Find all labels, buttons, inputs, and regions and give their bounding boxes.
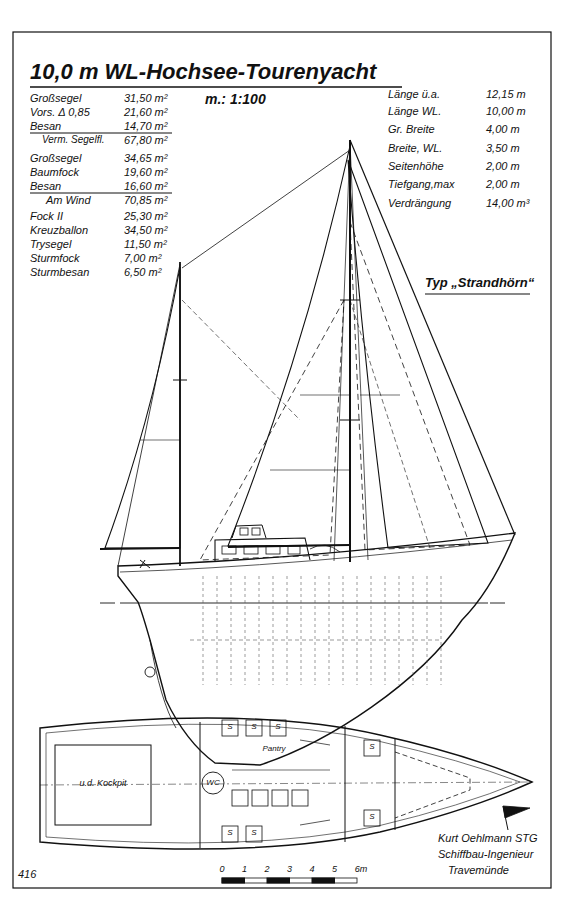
scale-number: 6m bbox=[355, 865, 368, 875]
type-name: Typ „Strandhörn“ bbox=[425, 276, 534, 290]
drawing-title: 10,0 m WL-Hochsee-Tourenyacht bbox=[30, 60, 376, 84]
dimension-value: 2,00 m bbox=[486, 178, 520, 190]
sail-area: 34,50 m² bbox=[124, 224, 167, 236]
sail-area: 31,50 m² bbox=[124, 92, 167, 104]
dimension-name: Seitenhöhe bbox=[388, 160, 444, 172]
berth-mark: S bbox=[227, 723, 232, 732]
dimension-name: Verdrängung bbox=[388, 197, 451, 209]
scale-number: 2 bbox=[264, 865, 269, 875]
designer-title: Schiffbau-Ingenieur bbox=[438, 848, 533, 860]
berth-mark: S bbox=[369, 813, 374, 822]
scale-note: m.: 1:100 bbox=[205, 92, 266, 107]
designer-place: Travemünde bbox=[448, 864, 509, 876]
dimension-value: 4,00 m bbox=[486, 123, 520, 135]
sail-name: Großsegel bbox=[30, 152, 81, 164]
dimension-value: 14,00 m³ bbox=[486, 197, 529, 209]
sail-name: Verm. Segelfl. bbox=[42, 134, 104, 145]
scale-number: 1 bbox=[242, 865, 247, 875]
sail-name: Am Wind bbox=[46, 194, 91, 206]
dimension-name: Tiefgang,max bbox=[388, 178, 455, 190]
sail-name: Kreuzballon bbox=[30, 224, 88, 236]
sail-name: Großsegel bbox=[30, 92, 81, 104]
sail-area: 14,70 m² bbox=[124, 120, 167, 132]
berth-mark: S bbox=[251, 723, 256, 732]
sail-area: 25,30 m² bbox=[124, 210, 167, 222]
dimension-name: Länge WL. bbox=[388, 105, 441, 117]
sail-name: Fock II bbox=[30, 210, 63, 222]
scale-number: 5 bbox=[332, 865, 337, 875]
berth-mark: S bbox=[369, 743, 374, 752]
pantry-label: Pantry bbox=[262, 745, 285, 754]
dimension-value: 3,50 m bbox=[486, 142, 520, 154]
sail-name: Baumfock bbox=[30, 166, 79, 178]
dimension-value: 2,00 m bbox=[486, 160, 520, 172]
sail-name: Sturmfock bbox=[30, 252, 80, 264]
page-number: 416 bbox=[18, 868, 36, 880]
scale-number: 3 bbox=[287, 865, 292, 875]
dimension-value: 12,15 m bbox=[486, 88, 526, 100]
berth-mark: S bbox=[275, 723, 280, 732]
berth-mark: S bbox=[227, 829, 232, 838]
sail-area: 34,65 m² bbox=[124, 152, 167, 164]
dimension-name: Gr. Breite bbox=[388, 123, 435, 135]
sail-area: 70,85 m² bbox=[124, 194, 167, 206]
sail-area: 7,00 m² bbox=[124, 252, 161, 264]
dimension-name: Länge ü.a. bbox=[388, 88, 440, 100]
scale-number: 4 bbox=[309, 865, 314, 875]
sail-area: 6,50 m² bbox=[124, 266, 161, 278]
sail-area: 67,80 m² bbox=[124, 134, 167, 146]
berth-mark: S bbox=[251, 829, 256, 838]
sail-area: 21,60 m² bbox=[124, 106, 167, 118]
dimension-name: Breite, WL. bbox=[388, 142, 442, 154]
sail-name: Besan bbox=[30, 180, 61, 192]
sail-area: 19,60 m² bbox=[124, 166, 167, 178]
designer-name: Kurt Oehlmann STG bbox=[438, 832, 538, 844]
sail-area: 16,60 m² bbox=[124, 180, 167, 192]
sail-name: Trysegel bbox=[30, 238, 71, 250]
dimension-value: 10,00 m bbox=[486, 105, 526, 117]
wc-label: WC bbox=[206, 779, 219, 788]
sail-name: Sturmbesan bbox=[30, 266, 89, 278]
sail-name: Besan bbox=[30, 120, 61, 132]
sail-name: Vors. Δ 0,85 bbox=[30, 106, 90, 118]
cockpit-label: u.d. Kockpit bbox=[79, 779, 126, 789]
scale-number: 0 bbox=[219, 865, 224, 875]
sail-area: 11,50 m² bbox=[124, 238, 167, 250]
